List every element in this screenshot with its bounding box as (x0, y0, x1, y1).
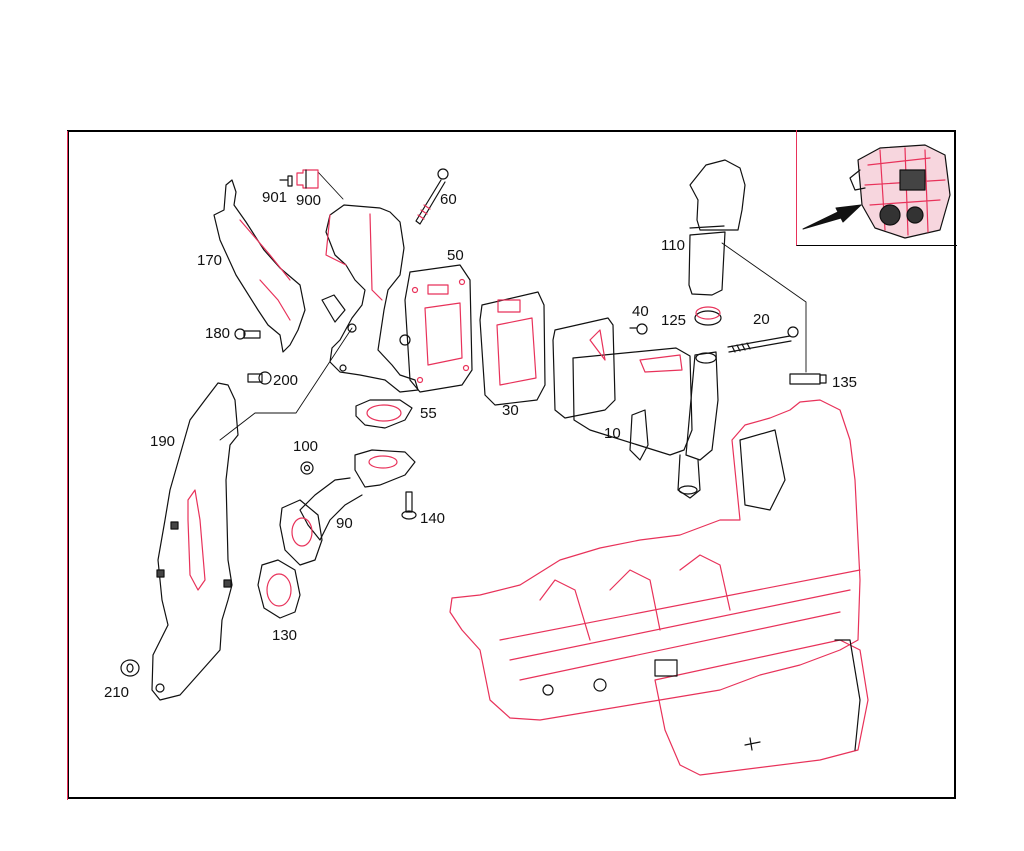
part-135[interactable] (789, 373, 827, 385)
callout-100[interactable]: 100 (293, 438, 319, 455)
callout-190[interactable]: 190 (150, 433, 176, 450)
part-110[interactable] (688, 159, 746, 296)
frame-accent (67, 131, 68, 800)
callout-180[interactable]: 180 (205, 325, 231, 342)
egr-valve-body[interactable] (321, 204, 419, 393)
part-40[interactable] (629, 323, 648, 335)
callout-900[interactable]: 900 (296, 192, 322, 209)
part-20[interactable] (727, 326, 799, 353)
part-100[interactable] (300, 461, 314, 475)
callout-130[interactable]: 130 (272, 627, 298, 644)
callout-10[interactable]: 10 (604, 425, 621, 442)
part-210[interactable] (120, 659, 140, 677)
callout-30[interactable]: 30 (502, 402, 519, 419)
part-130[interactable] (257, 559, 301, 619)
callout-60[interactable]: 60 (440, 191, 457, 208)
callout-110[interactable]: 110 (661, 237, 685, 254)
callout-140[interactable]: 140 (420, 510, 446, 527)
part-140[interactable] (401, 491, 417, 520)
diagram-frame (67, 130, 956, 799)
engine-thumbnail-icon (849, 144, 951, 239)
part-200[interactable] (247, 371, 272, 385)
part-90[interactable] (279, 449, 416, 566)
part-60[interactable] (415, 168, 449, 225)
part-190[interactable] (151, 382, 239, 701)
callout-125[interactable]: 125 (661, 312, 687, 329)
callout-40[interactable]: 40 (632, 303, 649, 320)
part-900[interactable] (296, 169, 319, 189)
callout-901[interactable]: 901 (262, 189, 288, 206)
callout-90[interactable]: 90 (336, 515, 353, 532)
callout-20[interactable]: 20 (753, 311, 770, 328)
callout-210[interactable]: 210 (104, 684, 130, 701)
intake-manifold-assembly (449, 399, 869, 776)
part-125[interactable] (694, 306, 722, 326)
part-30[interactable] (479, 291, 546, 406)
callout-55[interactable]: 55 (420, 405, 437, 422)
view-direction-arrow-icon (802, 204, 862, 230)
part-50[interactable] (404, 264, 473, 393)
callout-170[interactable]: 170 (197, 252, 223, 269)
part-901[interactable] (279, 175, 293, 187)
part-170[interactable] (213, 179, 306, 353)
callout-200[interactable]: 200 (273, 372, 299, 389)
part-10[interactable] (552, 317, 719, 499)
callout-50[interactable]: 50 (447, 247, 464, 264)
orientation-inset (796, 130, 957, 246)
part-180[interactable] (234, 328, 261, 340)
callout-135[interactable]: 135 (832, 374, 858, 391)
part-55[interactable] (355, 399, 413, 429)
